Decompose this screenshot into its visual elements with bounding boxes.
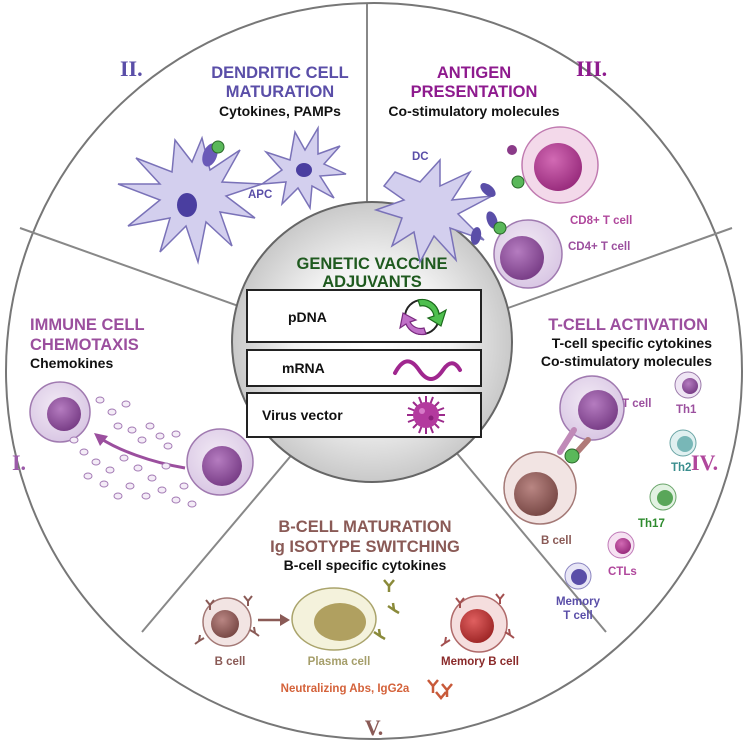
antigen-green	[211, 140, 225, 154]
tcell-label: T cell	[622, 398, 651, 410]
apc-label: APC	[248, 189, 272, 201]
s5-title-line1: B-CELL MATURATION	[278, 518, 451, 536]
th1-label: Th1	[676, 404, 697, 416]
numeral-iii: III.	[576, 56, 607, 81]
antibody-icon	[427, 679, 453, 700]
dc-label: DC	[412, 151, 429, 163]
s4-subtitle-2: Co-stimulatory molecules	[541, 353, 712, 369]
numeral-v: V.	[365, 715, 384, 740]
s3-title-line2: PRESENTATION	[411, 83, 538, 101]
s4-subtitle-1: T-cell specific cytokines	[552, 335, 713, 351]
dendritic-cell-illustration	[117, 125, 347, 265]
s5-subtitle: B-cell specific cytokines	[284, 557, 447, 573]
s1-subtitle: Chemokines	[30, 355, 113, 371]
divider-left	[19, 227, 273, 319]
presenting-dc	[373, 158, 493, 265]
memory-label-1: Memory	[556, 596, 601, 608]
s3-subtitle: Co-stimulatory molecules	[388, 103, 559, 119]
pdna-box: pDNA	[246, 289, 482, 343]
chemotaxis-arrow	[99, 436, 186, 470]
s3-title-line1: ANTIGEN	[437, 64, 511, 82]
plasma-cell-label: Plasma cell	[308, 656, 371, 668]
pdna-label: pDNA	[288, 309, 327, 325]
divider-bottom-left	[141, 444, 301, 633]
s2-subtitle: Cytokines, PAMPs	[219, 103, 341, 119]
chemotaxis-illustration	[29, 381, 254, 508]
bcell-label-iv: B cell	[541, 535, 572, 547]
s4-title: T-CELL ACTIVATION	[548, 316, 708, 334]
memory-b-cell-label: Memory B cell	[441, 656, 519, 668]
divider-right	[479, 227, 733, 319]
mrna-label: mRNA	[282, 360, 325, 376]
mrna-box: mRNA	[246, 349, 482, 387]
s2-title-line1: DENDRITIC CELL	[211, 64, 349, 82]
s2-title-line2: MATURATION	[226, 83, 334, 101]
cd4-label: CD4+ T cell	[568, 241, 630, 253]
neutralizing-abs-label: Neutralizing Abs, IgG2a	[281, 683, 410, 695]
th2-label: Th2	[671, 462, 691, 474]
s1-title-line2: CHEMOTAXIS	[30, 336, 139, 354]
cd8-label: CD8+ T cell	[570, 215, 632, 227]
chemokine-dots	[69, 396, 197, 508]
s5-title-line2: Ig ISOTYPE SWITCHING	[270, 538, 460, 556]
divider-bottom-right	[449, 444, 607, 633]
virus-vector-label: Virus vector	[262, 407, 343, 423]
numeral-iv: IV.	[691, 450, 718, 475]
center-title-line2: ADJUVANTS	[322, 273, 422, 291]
ctls-label: CTLs	[608, 566, 637, 578]
s1-title-line1: IMMUNE CELL	[30, 316, 145, 334]
virus-vector-box: Virus vector	[246, 392, 482, 438]
t-cell-activation-illustration	[503, 371, 702, 590]
numeral-ii: II.	[120, 56, 143, 81]
memory-label-2: T cell	[563, 610, 592, 622]
center-title-line1: GENETIC VACCINE	[297, 255, 448, 273]
antigen-presentation-illustration	[373, 126, 599, 289]
b-cell-maturation-illustration	[194, 579, 515, 700]
plasmid-icon	[399, 298, 448, 336]
mrna-wave-icon	[393, 359, 462, 381]
virus-icon	[407, 396, 445, 434]
th17-label: Th17	[638, 518, 665, 530]
numeral-i: I.	[12, 450, 26, 475]
bcell-label-v: B cell	[215, 656, 246, 668]
